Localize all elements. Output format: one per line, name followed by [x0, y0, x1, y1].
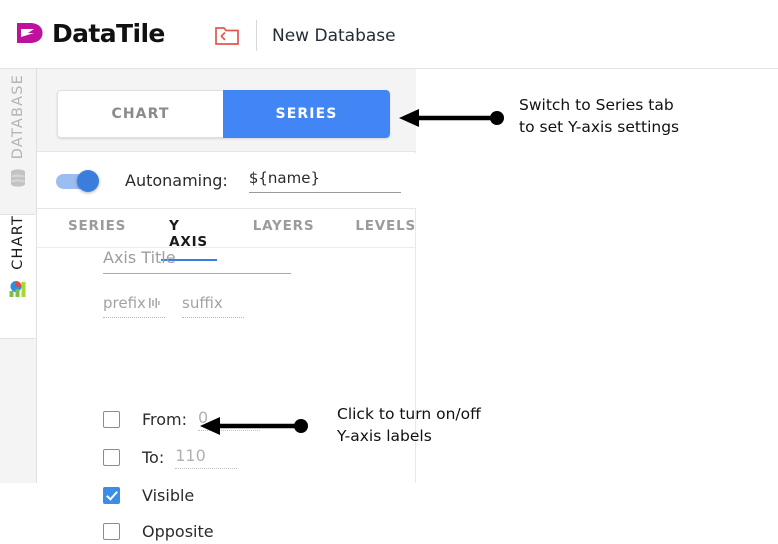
folder-back-icon: [215, 27, 239, 45]
subtab-layers[interactable]: LAYERS: [252, 218, 315, 234]
datatile-logo-icon: [17, 23, 43, 43]
option-row-opposite: Opposite: [103, 518, 214, 544]
rail-tab-chart-label: CHART: [9, 215, 26, 270]
to-value-input[interactable]: 110: [175, 446, 238, 469]
panel-subtabs: SERIES Y AXIS LAYERS LEVELS: [37, 210, 416, 261]
autonaming-toggle[interactable]: [56, 169, 102, 192]
option-row-to: To: 110: [103, 444, 238, 470]
autonaming-input[interactable]: ${name}: [248, 169, 401, 193]
database-cylinder-icon: [11, 169, 25, 187]
suffix-input[interactable]: suffix: [182, 294, 244, 318]
label-to: To:: [142, 447, 165, 467]
toggle-knob: [77, 169, 99, 192]
chart-pie-bar-icon: [9, 280, 25, 297]
format-bars-icon: [148, 298, 160, 308]
app-logo[interactable]: DataTile: [14, 18, 165, 48]
annotation-text-visible: Click to turn on/off Y-axis labels: [337, 405, 481, 445]
chart-series-segmented-control: CHART SERIES: [57, 90, 390, 138]
header-divider: [256, 20, 257, 51]
left-rail: DATABASE CHART: [0, 69, 37, 483]
tab-chart[interactable]: CHART: [57, 90, 223, 138]
prefix-placeholder: prefix: [103, 294, 146, 312]
subtab-levels[interactable]: LEVELS: [355, 218, 416, 234]
subtab-series[interactable]: SERIES: [68, 218, 127, 234]
annotation-arrow-series-tab: [399, 109, 504, 127]
app-header: DataTile New Database: [0, 0, 778, 69]
checkbox-to[interactable]: [103, 448, 120, 466]
annotation-text-series-tab: Switch to Series tab to set Y-axis setti…: [519, 96, 680, 136]
rail-tab-database-label: DATABASE: [10, 74, 26, 160]
database-title: New Database: [272, 26, 396, 46]
tab-series[interactable]: SERIES: [223, 90, 390, 138]
panel-top-bar: CHART SERIES: [37, 69, 416, 152]
rail-tab-chart[interactable]: CHART: [0, 214, 36, 339]
axis-title-input[interactable]: Axis Title: [103, 248, 291, 274]
annotation-arrow-visible: [200, 417, 308, 435]
label-from: From:: [142, 409, 188, 429]
from-value-input[interactable]: 0: [198, 408, 261, 431]
option-row-from: From: 0: [103, 406, 261, 432]
prefix-input[interactable]: prefix: [103, 294, 165, 318]
rail-tab-database[interactable]: DATABASE: [0, 74, 36, 209]
subtab-y-axis[interactable]: Y AXIS: [161, 210, 217, 261]
checkbox-opposite[interactable]: [103, 522, 120, 540]
autonaming-label: Autonaming:: [125, 171, 228, 190]
autonaming-row: Autonaming: ${name}: [37, 153, 416, 209]
folder-back-button[interactable]: [213, 24, 241, 48]
option-row-visible: Visible: [103, 482, 194, 508]
logo-text: DataTile: [52, 18, 165, 48]
label-opposite: Opposite: [142, 521, 214, 541]
checkbox-from[interactable]: [103, 410, 120, 428]
checkbox-visible[interactable]: [103, 486, 120, 504]
prefix-suffix-row: prefix suffix: [103, 294, 244, 318]
label-visible: Visible: [142, 485, 195, 505]
series-settings-panel: CHART SERIES Autonaming: ${name} SERIES …: [37, 69, 416, 541]
